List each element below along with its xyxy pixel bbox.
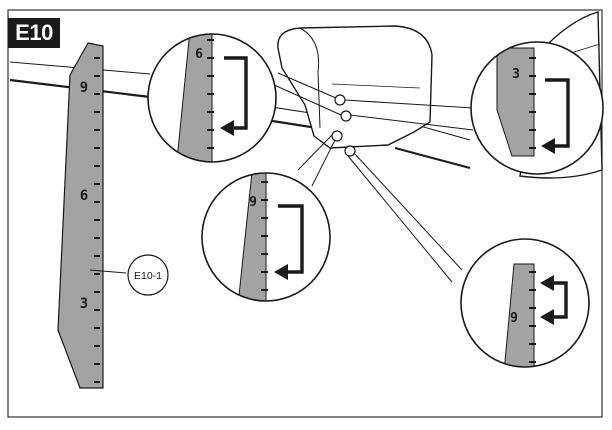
detail-tr-label: 3 bbox=[512, 67, 520, 82]
callout-label: E10-1 bbox=[134, 270, 162, 282]
hole-lower-middle bbox=[331, 130, 343, 142]
hole-top bbox=[334, 94, 346, 106]
ruler-label-6: 6 bbox=[80, 188, 88, 204]
step-badge: E10 bbox=[8, 18, 60, 48]
detail-ml-arrow-down bbox=[274, 204, 304, 280]
detail-tl-label: 6 bbox=[195, 47, 203, 62]
detail-circle-bottom-right: 9 bbox=[460, 238, 590, 368]
callout-leader bbox=[89, 269, 127, 274]
mounting-holes bbox=[331, 94, 356, 157]
detail-br-arrow-up bbox=[540, 275, 568, 325]
leader-lines bbox=[271, 72, 474, 283]
detail-tl-arrow-down bbox=[220, 56, 248, 136]
detail-tr-arrow-down bbox=[541, 78, 570, 154]
hole-upper-middle bbox=[340, 110, 352, 122]
detail-ml-label: 9 bbox=[249, 195, 257, 210]
callout-bubble bbox=[127, 254, 169, 296]
detail-circle-top-left: 6 bbox=[147, 33, 277, 163]
hole-bottom bbox=[344, 145, 356, 157]
ruler-label-3: 3 bbox=[80, 296, 88, 312]
detail-circle-top-right: 3 bbox=[470, 41, 604, 175]
ruler-label-9: 9 bbox=[80, 80, 88, 96]
detail-br-label: 9 bbox=[510, 311, 518, 326]
detail-circle-middle-left: 9 bbox=[201, 172, 331, 302]
diagram-frame bbox=[7, 9, 603, 418]
ruler-strip bbox=[57, 42, 104, 389]
ruler-part: 9 6 3 E10-1 bbox=[57, 42, 169, 389]
ruler-ticks bbox=[94, 57, 100, 383]
